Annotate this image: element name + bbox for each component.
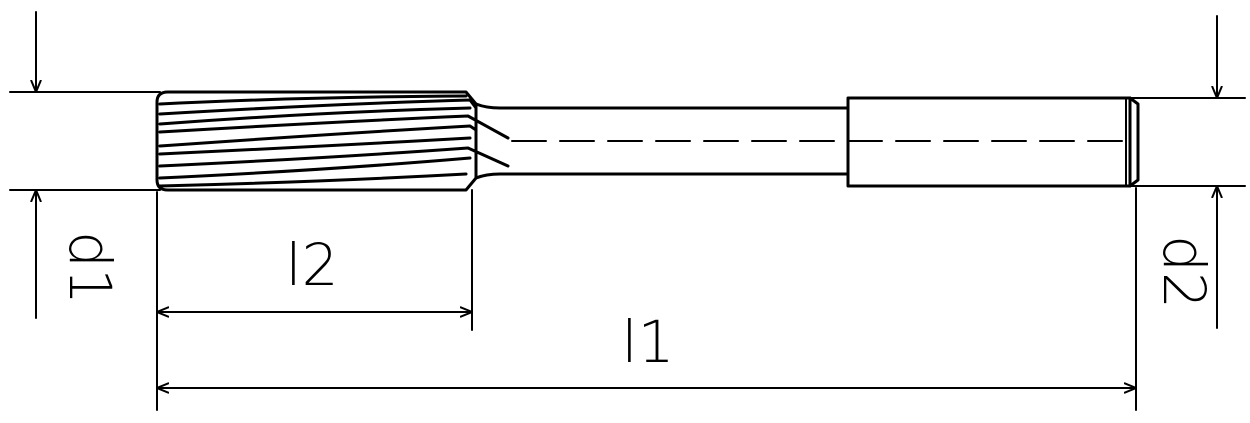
shank-chamfer xyxy=(1128,96,1140,188)
shank-outline xyxy=(846,96,1132,188)
label-l1: l1 xyxy=(621,308,674,376)
dimension-d2 xyxy=(1129,15,1246,329)
dimension-l1 xyxy=(156,187,1137,411)
label-d2: d2 xyxy=(1150,235,1218,309)
label-d1: d1 xyxy=(56,231,124,305)
dimension-l2 xyxy=(156,189,473,411)
neck-outline xyxy=(474,102,850,180)
cutting-head-outline xyxy=(155,90,478,192)
label-l2: l2 xyxy=(285,231,338,299)
spiral-flutes xyxy=(158,94,510,188)
dimension-d1 xyxy=(9,11,161,319)
